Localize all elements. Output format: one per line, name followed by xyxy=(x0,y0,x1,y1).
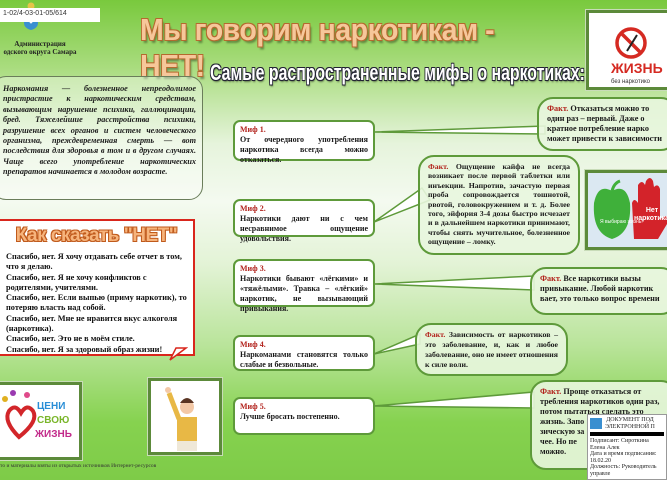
signer-position-line: Должность: Руководитель управле xyxy=(590,464,657,477)
svg-text:ЖИЗНЬ: ЖИЗНЬ xyxy=(34,429,72,440)
redacted-bar xyxy=(590,432,664,436)
samara-emblem-icon xyxy=(590,418,602,429)
value-your-life-image: ЦЕНИ СВОЮ ЖИЗНЬ xyxy=(0,381,83,461)
svg-text:без наркотико: без наркотико xyxy=(611,79,651,85)
no-drugs-image: ЖИЗНЬ без наркотико xyxy=(585,9,667,91)
document-number-stamp: 1-02/4-03-01-05/614 xyxy=(0,8,100,22)
say-no-line: Спасибо, нет. Я не хочу конфликтов с род… xyxy=(6,272,147,292)
myth-box: Миф 2.Наркотики дают ни с чем несравнимо… xyxy=(233,199,375,243)
say-no-line: Спасибо, нет. Если выпью (приму наркотик… xyxy=(6,293,187,313)
choose-life-image: Я выбираю жизнь! Нет наркотикам xyxy=(584,169,667,251)
signer-line: Подписант: Сироткина Елена Алек xyxy=(590,438,649,451)
say-no-line: Спасибо, нет. Я хочу отдавать себе отчет… xyxy=(6,252,182,272)
svg-text:ЦЕНИ: ЦЕНИ xyxy=(37,401,65,412)
say-no-line: Спасибо, нет. Мне не нравится вкус алког… xyxy=(6,313,178,334)
page-title: Мы говорим наркотикам - НЕТ! xyxy=(140,12,495,83)
definition-box: Наркомания — болезненное непреодолимое п… xyxy=(0,76,203,200)
say-no-line: Спасибо, нет. Это не в моём стиле. xyxy=(6,334,135,344)
myth-box: Миф 4.Наркоманами становятся только слаб… xyxy=(233,335,375,371)
say-no-title: Как сказать "НЕТ" xyxy=(15,225,178,246)
how-to-say-no-box: Как сказать "НЕТ" Спасибо, нет. Я хочу о… xyxy=(0,219,195,356)
folded-corner-icon xyxy=(169,347,188,361)
logo-text: ЖИЗНЬ xyxy=(610,60,663,76)
svg-text:Я выбираю жизнь!: Я выбираю жизнь! xyxy=(600,219,643,225)
boy-illustration xyxy=(147,377,223,456)
fact-box: Факт. Ощущение кайфа не всегда возникает… xyxy=(418,155,580,255)
myth-box: Миф 5.Лучше бросать постепенно. xyxy=(233,397,375,435)
say-no-line: Спасибо, нет. Я за здоровый образ жизни! xyxy=(6,344,163,354)
no-drugs-hand-label: Нет наркотикам xyxy=(634,207,667,222)
page-subtitle: Самые распространенные мифы о наркотиках… xyxy=(210,60,585,85)
footer-note: то и материалы взяты из открытых источни… xyxy=(0,463,157,469)
myth-box: Миф 3.Наркотики бывают «лёгкими» и «тяжё… xyxy=(233,259,375,313)
sign-date-line: Дата и время подписания: 18.02.20 xyxy=(590,451,657,464)
fact-box: Факт. Зависимость от наркотиков – это за… xyxy=(415,323,568,376)
svg-text:СВОЮ: СВОЮ xyxy=(37,415,69,426)
myth-box: Миф 1.От очередного употребления наркоти… xyxy=(233,120,375,164)
